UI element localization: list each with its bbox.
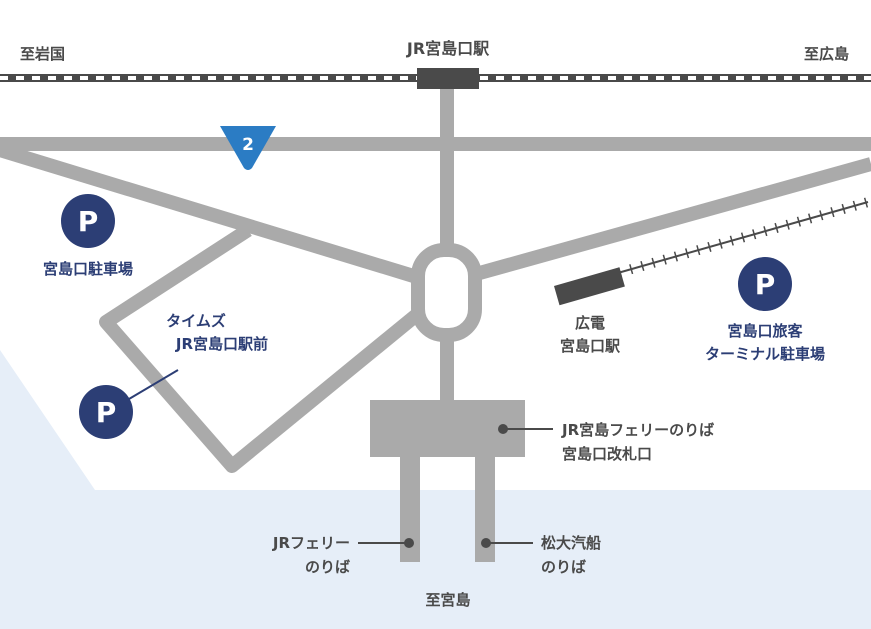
- parking-p-icon: P: [78, 205, 99, 238]
- track-tie: [841, 203, 846, 214]
- parking-p-icon: P: [755, 268, 776, 301]
- track-tie: [819, 210, 824, 221]
- jr-station-block: [417, 68, 479, 89]
- track-tie: [651, 257, 656, 268]
- track-tie: [662, 254, 667, 265]
- hiroden-label-line1: 広電: [575, 314, 605, 332]
- track-tie: [852, 200, 857, 211]
- track-tie: [640, 260, 645, 271]
- leader-lines: [123, 369, 553, 544]
- track-tie: [763, 226, 768, 237]
- to-iwakuni-label: 至岩国: [20, 45, 65, 63]
- track-tie: [629, 264, 634, 275]
- parking-marker-miyajimaguchi[interactable]: P: [61, 194, 115, 248]
- route-2-number: 2: [242, 135, 254, 155]
- hiroden-label-line2: 宮島口駅: [560, 337, 621, 355]
- to-miyajima-label: 至宮島: [425, 591, 470, 609]
- times-label-line2: JR宮島口駅前: [175, 335, 268, 353]
- terminal-parking-label-line1: 宮島口旅客: [727, 322, 803, 340]
- terminal-parking-label-line2: ターミナル駐車場: [705, 345, 825, 363]
- jr-ferry-label-line2: のりば: [305, 558, 350, 576]
- track-tie: [696, 245, 701, 256]
- track-tie: [796, 216, 801, 227]
- matsudai-label-line2: のりば: [541, 558, 586, 576]
- matsudai-pier: [475, 455, 495, 562]
- to-hiroshima-label: 至広島: [804, 45, 849, 63]
- track-tie: [830, 207, 835, 218]
- track-tie: [718, 238, 723, 249]
- road-network: [0, 86, 871, 473]
- track-tie: [752, 229, 757, 240]
- leader-dots: [404, 424, 508, 548]
- track-tie: [863, 197, 869, 208]
- track-tie: [740, 232, 746, 243]
- track-tie: [774, 222, 779, 233]
- parking-marker-times[interactable]: P: [79, 385, 133, 439]
- track-tie: [685, 248, 690, 259]
- parking-miyajimaguchi-label: 宮島口駐車場: [43, 260, 133, 278]
- jr-ferry-pier: [400, 455, 420, 562]
- track-tie: [785, 219, 790, 230]
- ferry-terminal-label-line1: JR宮島フェリーのりば: [561, 421, 714, 439]
- road-to-west: [0, 143, 423, 285]
- roundabout: [411, 243, 482, 342]
- station-jr-label: JR宮島口駅: [406, 39, 490, 58]
- track-tie: [707, 241, 712, 252]
- track-tie: [729, 235, 734, 246]
- track-tie: [673, 251, 678, 262]
- parking-marker-terminal[interactable]: P: [738, 257, 792, 311]
- matsudai-label-line1: 松大汽船: [541, 534, 601, 552]
- road-to-east: [474, 157, 871, 281]
- parking-p-icon: P: [96, 396, 117, 429]
- track-tie: [808, 213, 813, 224]
- sea-area: [0, 350, 871, 629]
- jr-ferry-label-line1: JRフェリー: [272, 534, 350, 552]
- road-loop-times: [99, 224, 430, 473]
- hiroden-station-block: [554, 267, 625, 306]
- ferry-terminal-label-line2: 宮島口改札口: [562, 445, 652, 463]
- route-2-badge: 2: [220, 126, 276, 170]
- hiroden-railway: [599, 197, 869, 279]
- times-label-line1: タイムズ: [166, 312, 226, 330]
